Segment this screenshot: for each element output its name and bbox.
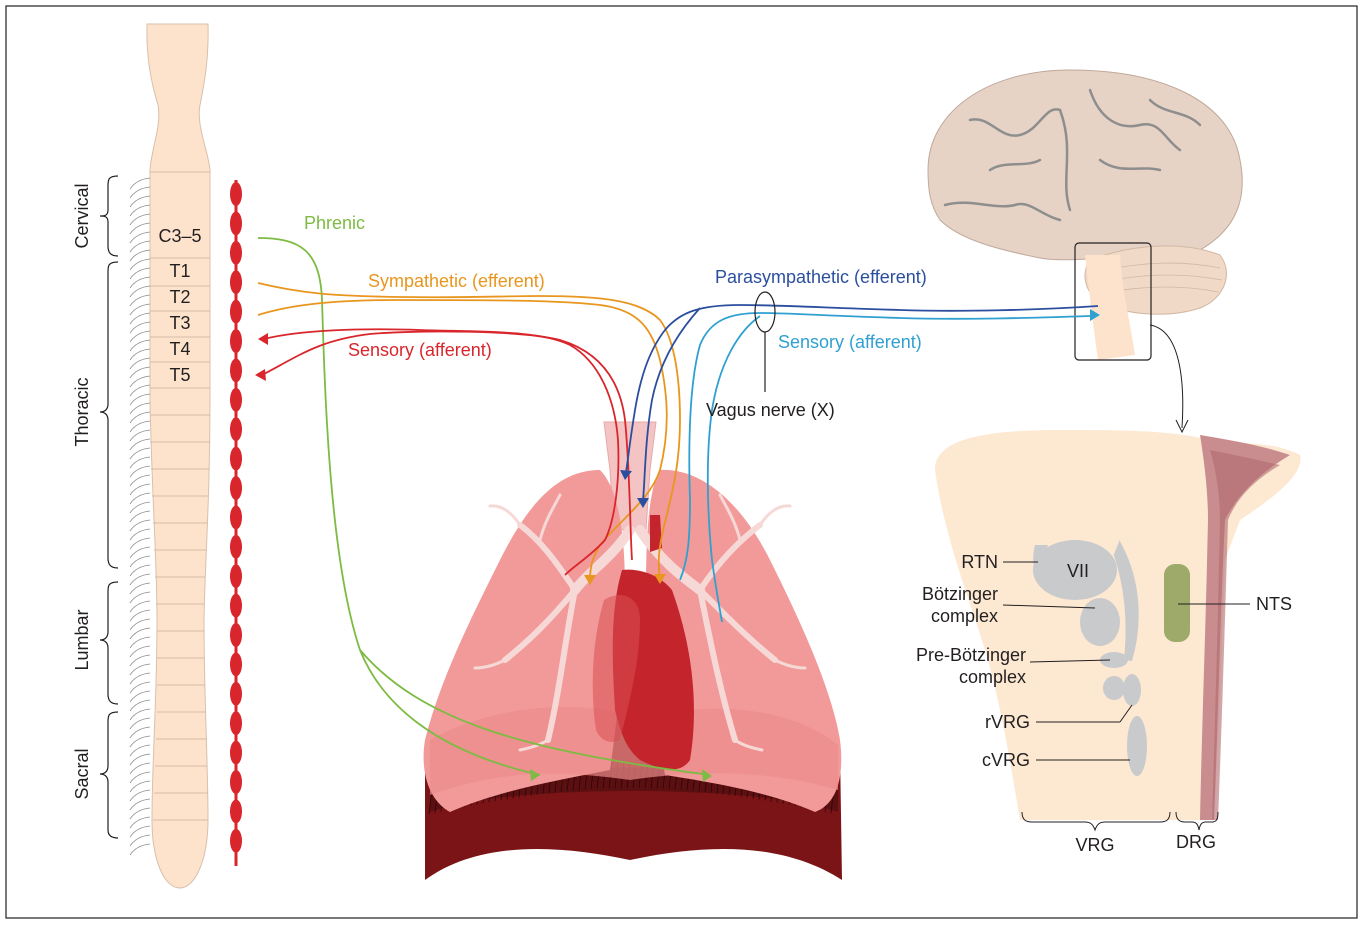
label-vrg: VRG (1075, 835, 1114, 855)
ganglion (230, 741, 242, 765)
label-pre-botzinger-2: complex (959, 667, 1026, 687)
ganglion (230, 329, 242, 353)
ganglion (230, 211, 242, 235)
nucleus-rvrg-a (1103, 676, 1125, 700)
ganglion (230, 476, 242, 500)
ganglion (230, 535, 242, 559)
segment-label-t3: T3 (169, 313, 190, 333)
label-rvrg: rVRG (985, 712, 1030, 732)
label-vagus: Vagus nerve (X) (706, 400, 835, 420)
segment-label-t4: T4 (169, 339, 190, 359)
ganglion (230, 241, 242, 265)
label-rtn: RTN (961, 552, 998, 572)
region-label-cervical: Cervical (72, 183, 92, 248)
ganglion (230, 270, 242, 294)
segment-label-t2: T2 (169, 287, 190, 307)
ganglion (230, 594, 242, 618)
nucleus-botzinger (1080, 598, 1120, 646)
ganglion (230, 682, 242, 706)
label-parasympathetic: Parasympathetic (efferent) (715, 267, 927, 287)
ganglion (230, 447, 242, 471)
region-label-sacral: Sacral (72, 748, 92, 799)
label-drg: DRG (1176, 832, 1216, 852)
cerebrum (928, 70, 1242, 260)
ganglion (230, 358, 242, 382)
nucleus-cvrg (1127, 716, 1147, 776)
ganglion (230, 388, 242, 412)
label-cvrg: cVRG (982, 750, 1030, 770)
nucleus-nts (1164, 564, 1190, 642)
label-nts: NTS (1256, 594, 1292, 614)
region-label-thoracic: Thoracic (72, 377, 92, 446)
segment-label-t5: T5 (169, 365, 190, 385)
segment-label-c3-5: C3–5 (158, 226, 201, 246)
ganglion (230, 564, 242, 588)
ganglion (230, 300, 242, 324)
ganglion (230, 182, 242, 206)
label-vagal-sensory: Sensory (afferent) (778, 332, 922, 352)
ganglion (230, 505, 242, 529)
label-botzinger-1: Bötzinger (922, 584, 998, 604)
region-label-lumbar: Lumbar (72, 609, 92, 670)
ganglion (230, 799, 242, 823)
ganglion (230, 711, 242, 735)
segment-label-t1: T1 (169, 261, 190, 281)
label-botzinger-2: complex (931, 606, 998, 626)
label-sympathetic: Sympathetic (efferent) (368, 271, 545, 291)
spinal-cord-body (147, 24, 210, 888)
label-pre-botzinger-1: Pre-Bötzinger (916, 645, 1026, 665)
label-phrenic: Phrenic (304, 213, 365, 233)
ganglion (230, 652, 242, 676)
label-vii: VII (1067, 561, 1089, 581)
ganglion (230, 623, 242, 647)
ganglion (230, 829, 242, 853)
label-spinal-sensory: Sensory (afferent) (348, 340, 492, 360)
ganglion (230, 417, 242, 441)
nucleus-rvrg-b (1123, 674, 1141, 706)
ganglion (230, 770, 242, 794)
